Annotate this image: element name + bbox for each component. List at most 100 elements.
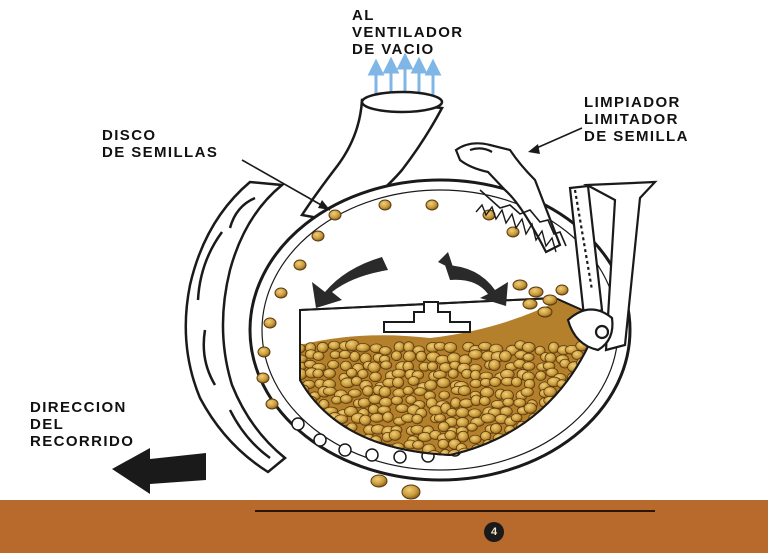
label-seed-disc-line-1: DISCO (102, 127, 218, 144)
seed (606, 449, 617, 458)
seed (412, 414, 423, 424)
seed (470, 435, 482, 444)
seed (479, 397, 490, 406)
seed (458, 386, 470, 396)
seed (346, 368, 357, 377)
seed (350, 351, 360, 361)
seed (554, 449, 567, 457)
label-cleaner-line-1: LIMPIADOR (584, 94, 689, 111)
guide-plate (568, 182, 655, 350)
seed (339, 350, 351, 358)
seed (596, 442, 606, 450)
leader-arrowhead-cleaner (528, 144, 540, 154)
seed (328, 341, 340, 350)
seed (545, 353, 556, 363)
seed (599, 423, 612, 431)
label-cleaner-line-3: DE SEMILLA (584, 128, 689, 145)
seed (596, 426, 606, 437)
seed (391, 396, 402, 405)
seed (383, 412, 394, 422)
label-direction-line-2: DEL (30, 416, 134, 433)
seed (295, 440, 307, 449)
seed (582, 452, 592, 461)
label-vacuum-fan-line-1: AL (352, 7, 464, 24)
seed (467, 423, 477, 431)
seed (605, 442, 618, 451)
page-number-badge: 4 (484, 522, 504, 542)
seed (416, 351, 426, 362)
seed (391, 351, 401, 361)
seed (524, 403, 536, 413)
seed (403, 386, 413, 395)
seed (470, 379, 482, 387)
seed (393, 377, 404, 388)
seed (444, 343, 457, 353)
label-vacuum-fan-line-3: DE VACIO (352, 41, 464, 58)
seed (469, 350, 483, 360)
seed (317, 342, 328, 352)
footer-rule (255, 510, 655, 512)
seed (380, 398, 393, 408)
seed (536, 371, 546, 380)
seed (379, 387, 391, 398)
seed (490, 377, 501, 386)
seed (471, 370, 481, 380)
seed (607, 406, 617, 417)
seed (481, 414, 495, 423)
seed (579, 439, 589, 449)
seed (573, 439, 583, 449)
seed (389, 430, 401, 440)
seed (370, 413, 384, 422)
seed (434, 414, 445, 422)
seed (403, 351, 415, 362)
seed (468, 409, 481, 418)
direction-arrow-icon (112, 448, 206, 494)
seed (481, 387, 494, 397)
seed (413, 441, 424, 450)
seed (328, 360, 339, 369)
seed (408, 377, 419, 386)
seed (370, 372, 382, 382)
seed (583, 435, 596, 444)
label-seed-disc-line-2: DE SEMILLAS (102, 144, 218, 161)
seed (523, 353, 534, 361)
seed (392, 369, 405, 378)
seed (307, 449, 321, 460)
seed (293, 452, 307, 462)
label-direction-line-3: RECORRIDO (30, 433, 134, 450)
seed (500, 351, 512, 362)
label-cleaner-line-2: LIMITADOR (584, 111, 689, 128)
seed (490, 424, 501, 434)
seed (425, 380, 437, 390)
seed (521, 388, 533, 397)
seed (360, 415, 371, 425)
seed (438, 439, 449, 449)
seed (439, 391, 450, 399)
seed (448, 369, 458, 378)
seed (602, 431, 613, 441)
seed (456, 408, 469, 418)
seed (437, 378, 450, 388)
seed (604, 413, 617, 422)
label-direction-line-1: DIRECCION (30, 399, 134, 416)
seed (489, 360, 500, 371)
seed (340, 395, 352, 404)
seed (568, 451, 581, 462)
seed (313, 369, 323, 378)
label-vacuum-fan-line-2: VENTILADOR (352, 24, 464, 41)
seed (324, 369, 336, 379)
seed (363, 386, 374, 396)
seed (503, 398, 514, 406)
seed (427, 362, 437, 371)
seed (595, 450, 607, 459)
seed (511, 377, 521, 387)
seed (396, 404, 409, 413)
seed (595, 434, 607, 443)
seed (356, 343, 370, 352)
